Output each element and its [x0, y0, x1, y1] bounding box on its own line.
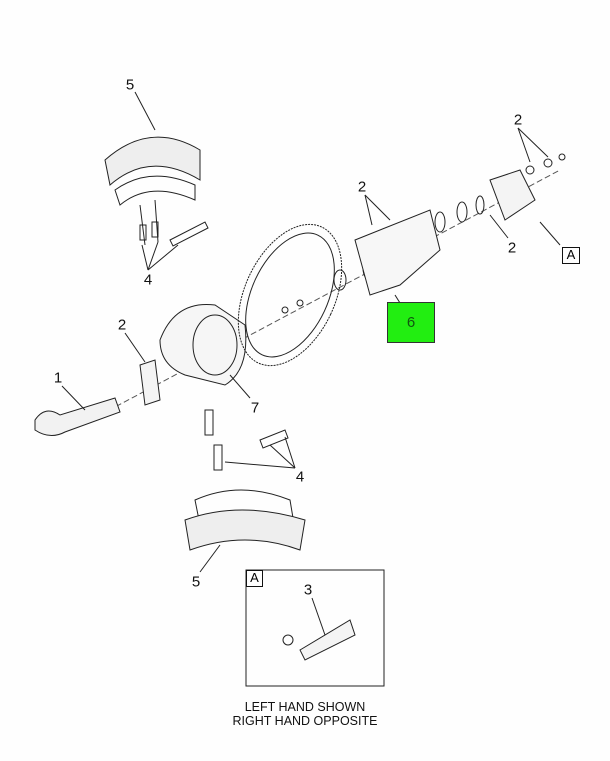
inset-frame	[245, 569, 385, 687]
callout-2-left: 2	[117, 316, 127, 334]
springs-top	[139, 199, 209, 247]
slack-adjuster	[489, 169, 536, 221]
note-line1: LEFT HAND SHOWN	[244, 700, 366, 714]
bracket	[354, 209, 441, 296]
callout-2-center: 2	[357, 178, 367, 196]
dust-shield	[237, 223, 343, 367]
view-reference-a: A	[562, 247, 580, 264]
callout-1: 1	[53, 369, 63, 387]
brake-shoe-bottom	[184, 489, 306, 551]
callout-4-bottom: 4	[295, 468, 305, 486]
springs-bottom	[204, 409, 289, 471]
callout-5-bottom: 5	[191, 573, 201, 591]
callout-2-right-top: 2	[513, 111, 523, 129]
shim	[139, 359, 161, 406]
callout-7: 7	[250, 399, 260, 417]
camshaft	[34, 397, 121, 436]
callout-3: 3	[303, 581, 313, 599]
spider-housing	[159, 303, 247, 386]
inset-bracket	[299, 619, 356, 661]
callout-5-top: 5	[125, 76, 135, 94]
inset-label-a: A	[246, 570, 263, 587]
callout-2-right: 2	[507, 239, 517, 257]
brake-shoe-top	[104, 136, 201, 206]
note-line2: RIGHT HAND OPPOSITE	[232, 714, 378, 728]
center-axis	[99, 169, 561, 416]
callout-6-highlight[interactable]: 6	[387, 302, 435, 343]
callout-4-top: 4	[143, 271, 153, 289]
view-arrow	[539, 221, 561, 246]
